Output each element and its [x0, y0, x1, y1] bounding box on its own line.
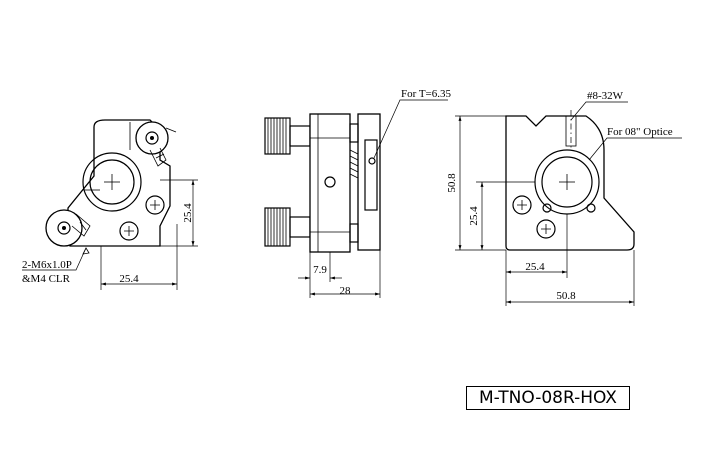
side-dim-small: 7.9 — [313, 264, 327, 276]
optic-bore-inner — [89, 159, 135, 205]
rear-dim-vertical: 25.4 — [468, 206, 480, 226]
front-screw-1 — [145, 195, 165, 215]
side-view — [264, 99, 448, 298]
side-dim-overall: 28 — [340, 285, 352, 297]
side-plate — [357, 113, 381, 251]
rear-view — [455, 101, 682, 306]
rear-dim-width: 50.8 — [556, 290, 576, 302]
front-dim-horizontal: 25.4 — [119, 273, 139, 285]
rear-dim-horizontal: 25.4 — [525, 261, 545, 273]
rear-screw-1 — [512, 195, 532, 215]
side-main-body — [309, 113, 351, 253]
rear-note-optic: For 08" Optice — [607, 126, 673, 138]
model-number-box: M-TNO-08R-HOX — [466, 386, 630, 410]
rear-note-thread: #8-32W — [587, 90, 624, 102]
front-screw-2 — [119, 221, 139, 241]
front-view — [22, 119, 198, 290]
rear-optic-bore-inner — [541, 156, 593, 208]
rear-screw-2 — [536, 219, 556, 239]
front-note-thread: 2-M6x1.0P — [22, 259, 72, 271]
side-note: For T=6.35 — [401, 88, 452, 100]
front-note-clearance: &M4 CLR — [22, 273, 71, 285]
front-dim-vertical: 25.4 — [182, 203, 194, 223]
rear-dim-height: 50.8 — [446, 173, 458, 193]
rear-mount-body — [505, 115, 635, 251]
optic-bore-outer — [82, 152, 142, 212]
